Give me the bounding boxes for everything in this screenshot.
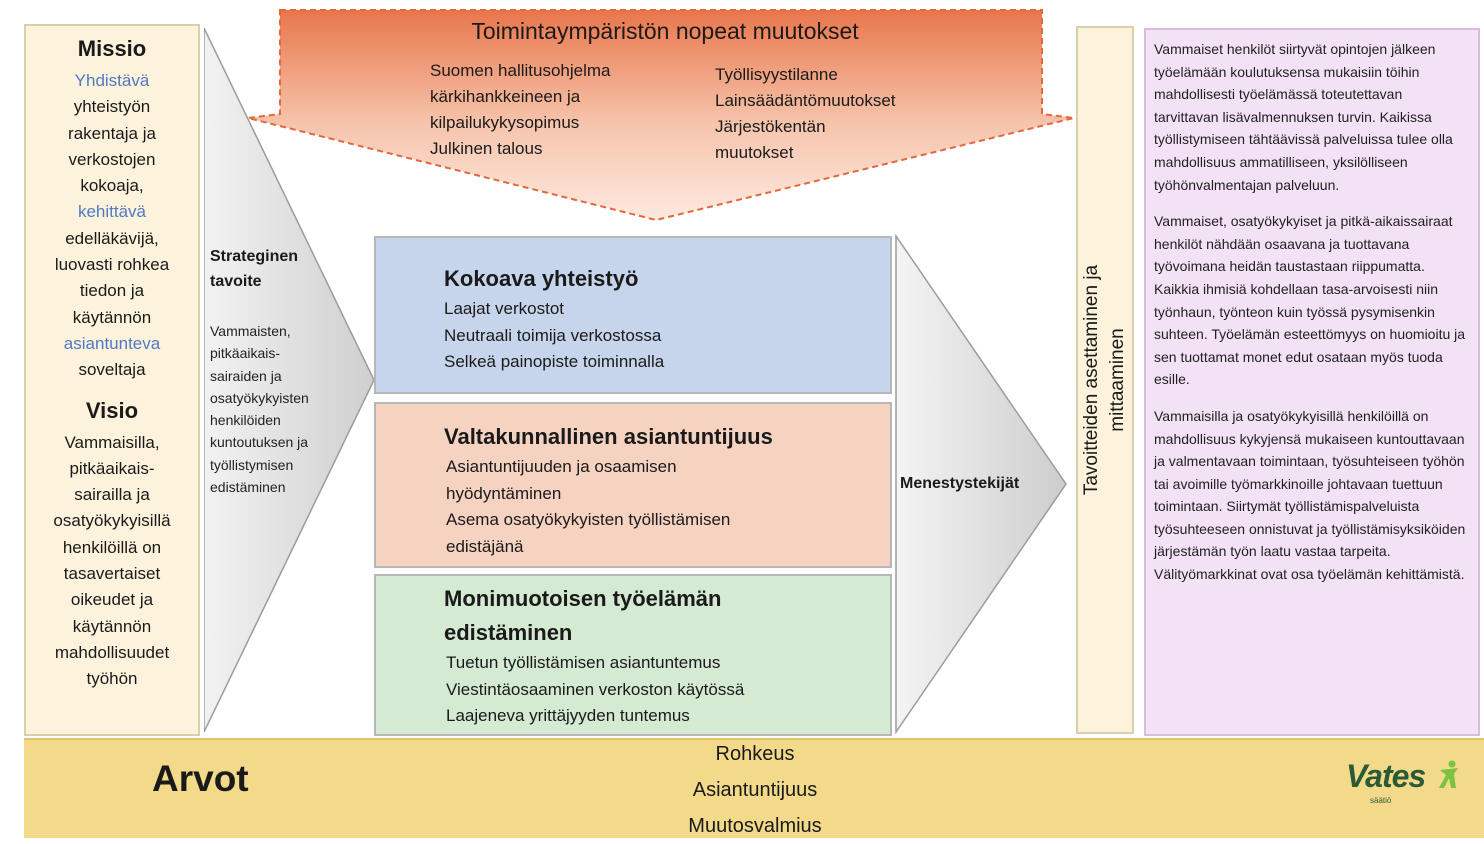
vision-text: Vammaisilla, pitkäaikais- sairailla ja o…	[26, 424, 198, 693]
box-item: Tuetun työllistämisen asiantuntemus	[446, 653, 721, 672]
environment-item: Lainsäädäntömuutokset	[715, 91, 896, 110]
measurement-text: Tavoitteiden asettaminen ja mittaaminen	[1079, 80, 1131, 680]
environment-title: Toimintaympäristön nopeat muutokset	[471, 18, 859, 44]
environment-item: Järjestökentän	[715, 117, 826, 136]
box-title: Monimuotoisen työelämän	[444, 586, 722, 611]
value-item: Rohkeus	[715, 743, 795, 765]
logo-figure-icon	[1439, 760, 1458, 788]
strategy-line: pitkäaikais-	[210, 345, 281, 362]
strategy-line: sairaiden ja	[210, 367, 282, 384]
box-item: Viestintäosaaminen verkoston käytössä	[446, 679, 745, 699]
strategy-arrow-shape	[204, 28, 375, 732]
environment-item: Työllisyystilanne	[715, 65, 838, 84]
vates-logo: Vates säätiö	[1346, 758, 1466, 808]
vision-line: sairailla ja	[74, 485, 150, 505]
box-item: edistäjänä	[446, 536, 524, 556]
vision-heading: Visio	[85, 397, 139, 423]
logo-subtitle: säätiö	[1370, 796, 1392, 805]
strategy-title: Strateginen tavoite	[210, 244, 330, 294]
mission-line: luovasti rohkea	[54, 255, 170, 275]
box-item: hyödyntäminen	[446, 483, 562, 503]
environment-right-list: Työllisyystilanne Lainsäädäntömuutokset …	[715, 62, 975, 166]
vision-line: käytännön	[72, 616, 152, 636]
box-item: Selkeä painopiste toiminnalla	[444, 352, 665, 371]
environment-item: kilpailukykysopimus	[430, 113, 580, 132]
values-band	[24, 738, 1484, 838]
box-expertise: Valtakunnallinen asiantuntijuus Asiantun…	[374, 402, 892, 568]
values-heading: Arvot	[152, 758, 249, 799]
strategy-line: kuntoutuksen ja	[210, 434, 309, 451]
value-item: Muutosvalmius	[688, 815, 822, 837]
vision-line: työhön	[86, 669, 138, 689]
strategy-line: osatyökykyisten	[210, 389, 309, 406]
goals-paragraph: Vammaiset, osatyökykyiset ja pitkä-aikai…	[1154, 213, 1466, 388]
success-factors-label: Menestystekijät	[900, 475, 1020, 492]
measurement-bar: Tavoitteiden asettaminen ja mittaaminen	[1076, 26, 1134, 734]
strategy-line: henkilöiden	[210, 412, 281, 429]
mission-text: Yhdistävä yhteistyön rakentaja ja verkos…	[26, 62, 198, 384]
mission-line: asiantunteva	[63, 333, 161, 353]
vision-line: osatyökykyisillä	[53, 511, 171, 531]
mission-line: käytännön	[72, 307, 152, 327]
mission-line: soveltaja	[78, 360, 146, 380]
environment-item: Julkinen talous	[430, 139, 543, 158]
mission-line: kehittävä	[77, 202, 147, 222]
environment-item: kärkihankkeineen ja	[430, 87, 581, 106]
strategy-line: Vammaisten,	[210, 323, 291, 339]
box-collaboration: Kokoava yhteistyö Laajat verkostot Neutr…	[374, 236, 892, 394]
goals-text-panel: Vammaiset henkilöt siirtyvät opintojen j…	[1144, 28, 1480, 736]
box-title: Kokoava yhteistyö	[444, 266, 639, 291]
strategy-title-line: Strateginen	[210, 248, 299, 265]
value-item: Asiantuntijuus	[692, 779, 818, 801]
box-item: Laajeneva yrittäjyyden tuntemus	[446, 706, 690, 725]
box-item: Neutraali toimija verkostossa	[444, 325, 662, 345]
box-diverse-worklife: Monimuotoisen työelämän edistäminen Tuet…	[374, 574, 892, 736]
vision-line: Vammaisilla,	[64, 432, 160, 452]
mission-heading: Missio	[77, 36, 147, 61]
values-list: Rohkeus Asiantuntijuus Muutosvalmius	[650, 736, 860, 844]
mission-line: verkostojen	[68, 149, 156, 169]
vision-line: mahdollisuudet	[54, 642, 170, 662]
environment-item: muutokset	[715, 143, 794, 162]
strategy-line: työllistymisen	[210, 456, 294, 473]
environment-left-list: Suomen hallitusohjelma kärkihankkeineen …	[430, 58, 680, 162]
measurement-line: Tavoitteiden asettaminen ja	[1081, 264, 1102, 496]
environment-funnel-shape	[247, 9, 1074, 222]
strategy-title-line: tavoite	[210, 273, 262, 290]
vision-line: pitkäaikais-	[69, 458, 155, 478]
mission-line: tiedon ja	[79, 281, 145, 301]
vision-line: tasavertaiset	[63, 564, 161, 584]
vision-line: oikeudet ja	[70, 590, 154, 610]
mission-line: yhteistyön	[73, 97, 151, 117]
goals-paragraph: Vammaisilla ja osatyökykyisillä henkilöi…	[1154, 407, 1466, 583]
box-item: Asiantuntijuuden ja osaamisen	[446, 457, 677, 476]
box-item: Laajat verkostot	[444, 299, 565, 318]
mission-line: rakentaja ja	[68, 123, 156, 143]
box-title: edistäminen	[444, 620, 573, 645]
mission-vision-column: Missio Yhdistävä yhteistyön rakentaja ja…	[24, 24, 200, 736]
mission-line: edelläkävijä,	[65, 228, 159, 248]
box-title: Valtakunnallinen asiantuntijuus	[444, 424, 773, 449]
success-arrow-shape	[895, 234, 1067, 734]
strategy-body: Vammaisten, pitkäaikais- sairaiden ja os…	[210, 320, 338, 498]
strategy-line: edistäminen	[210, 479, 286, 496]
vision-line: henkilöillä on	[62, 537, 162, 557]
environment-item: Suomen hallitusohjelma	[430, 61, 611, 80]
measurement-line: mittaaminen	[1107, 328, 1128, 432]
mission-line: kokoaja,	[80, 176, 144, 196]
logo-wordmark: Vates	[1346, 758, 1426, 794]
box-item: Asema osatyökykyisten työllistämisen	[446, 510, 731, 529]
mission-line: Yhdistävä	[74, 71, 150, 90]
goals-paragraph: Vammaiset henkilöt siirtyvät opintojen j…	[1154, 41, 1453, 193]
